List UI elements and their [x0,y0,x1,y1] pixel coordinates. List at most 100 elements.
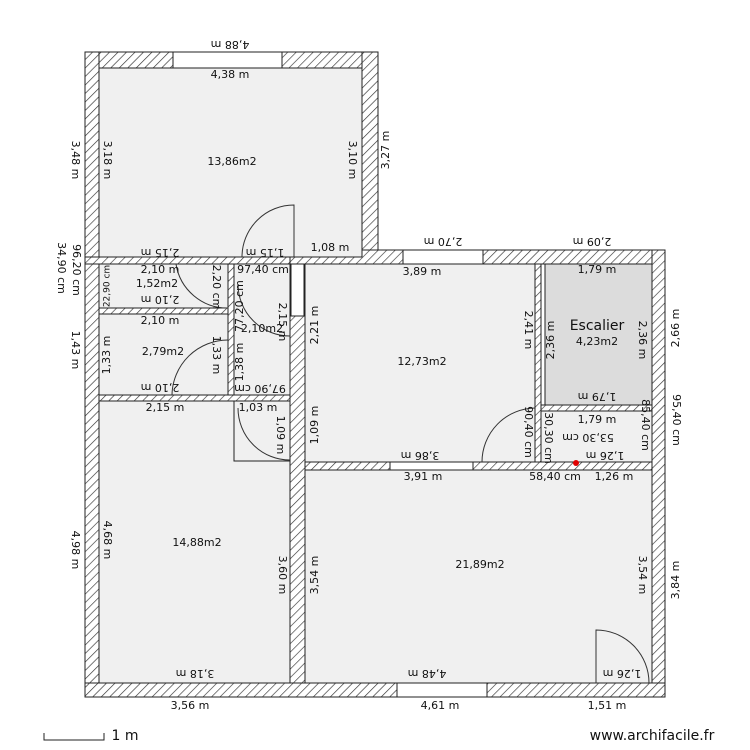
door-hall [237,283,291,337]
dimension-label: 3,18 m [101,141,114,180]
dimension-label: 4,68 m [101,521,114,560]
dimension-label: 2,09 m [573,235,612,248]
window-mid [389,461,474,471]
window-top-right [402,249,484,265]
room-wc [98,263,229,309]
room-bath [98,313,229,396]
dimension-label: 3,27 m [379,131,392,170]
door-center [481,407,536,463]
dimension-label: 1,79 m [578,263,617,276]
dimension-label: 1,26 m [595,470,634,483]
marker-point [573,460,579,466]
dimension-label: 1,79 m [578,413,617,426]
room-area-label: 13,86m2 [207,155,256,168]
dimension-label: 1,33 m [210,336,223,375]
dimension-label: 2,10 m [141,314,180,327]
dimension-label: 34,90 cm [55,242,68,294]
window-hall [290,263,305,317]
room-name-label: Escalier [570,318,625,334]
dimension-label: 1,08 m [311,241,350,254]
dimension-label: 3,86 m [401,449,440,462]
dimension-label: 2,15 m [141,246,180,259]
room-area-label: 21,89m2 [455,558,504,571]
dimension-label: 97,90 cm [234,382,286,395]
dimension-label: 22,90 cm [103,265,113,307]
room-bottom-right [304,469,653,684]
dimension-label: 1,33 m [100,336,113,375]
dimension-label: 2,66 m [669,309,682,348]
dimension-label: 2,21 m [308,306,321,345]
dimension-label: 3,54 m [636,556,649,595]
dimension-label: 97,40 cm [237,263,289,276]
dimension-label: 1,09 m [308,406,321,445]
window-top [172,51,283,69]
dimension-label: 3,91 m [404,470,443,483]
dimension-label: 3,18 m [176,667,215,680]
doors [171,204,650,684]
door-top-room [241,204,295,258]
room-closet [540,410,653,463]
rooms [98,67,653,684]
dimension-label: 1,79 m [578,390,617,403]
room-area-label: 2,10m2 [241,322,283,335]
dimension-label: 3,10 m [346,141,359,180]
dimension-label: 2,10 m [141,293,180,306]
room-area-label: 14,88m2 [172,536,221,549]
door-wc [175,263,229,309]
dimensions: 4,88 m 4,38 m 3,48 m 3,18 m 3,10 m 3,27 … [55,38,683,712]
room-area-label: 2,79m2 [142,345,184,358]
dimension-label: 58,40 cm [529,470,581,483]
door-bath [171,339,229,396]
dimension-label: 4,98 m [69,531,82,570]
dimension-label: 85,40 cm [639,399,652,451]
watermark: www.archifacile.fr [590,728,715,744]
dimension-label: 2,20 cm [210,265,223,310]
dimension-label: 96,20 cm [70,244,83,296]
room-hall [233,263,291,396]
dimension-label: 3,84 m [669,561,682,600]
window-bottom [396,682,488,698]
dimension-label: 1,26 m [603,667,642,680]
dimension-label: 4,88 m [211,38,250,51]
dimension-label: 1,09 m [274,416,287,455]
dimension-label: 1,38 m [233,343,246,382]
dimension-label: 1,43 m [69,331,82,370]
room-stair [544,263,653,406]
door-bottom-left [237,407,291,461]
room-area-label: 12,73m2 [397,355,446,368]
dimension-label: 1,15 m [246,246,285,259]
dimension-label: 3,54 m [308,556,321,595]
door-bottom-right [595,629,650,684]
dimension-label: 4,48 m [408,667,447,680]
dimension-label: 2,36 m [636,321,649,360]
dimension-label: 4,61 m [421,699,460,712]
dimension-label: 4,38 m [211,68,250,81]
room-center [304,263,536,463]
dimension-label: 2,15 m [146,401,185,414]
dimension-label: 2,10 m [141,263,180,276]
dimension-label: 3,48 m [69,141,82,180]
dimension-label: 53,30 cm [562,431,614,444]
dimension-label: 1,03 m [239,401,278,414]
room-area-label: 1,52m2 [136,277,178,290]
scale-label: 1 m [112,728,139,744]
dimension-label: 77,20 cm [233,280,246,332]
scale-bar: 1 m [43,728,139,744]
dimension-label: 1,51 m [588,699,627,712]
room-area-label: 4,23m2 [576,335,618,348]
dimension-label: 3,56 m [171,699,210,712]
dimension-label: 1,26 m [586,449,625,462]
dimension-label: 2,70 m [424,235,463,248]
dimension-label: 95,40 cm [670,394,683,446]
dimension-label: 3,60 m [276,556,289,595]
dimension-label: 2,10 m [141,381,180,394]
dimension-label: 2,15 m [276,303,289,342]
dimension-label: 3,89 m [403,265,442,278]
room-top-left [98,67,363,258]
windows [172,51,488,698]
dimension-label: 30,30 cm [542,412,555,464]
dimension-label: 2,41 m [522,311,535,350]
dimension-label: 90,40 cm [522,406,535,458]
dimension-label: 2,36 m [544,321,557,360]
